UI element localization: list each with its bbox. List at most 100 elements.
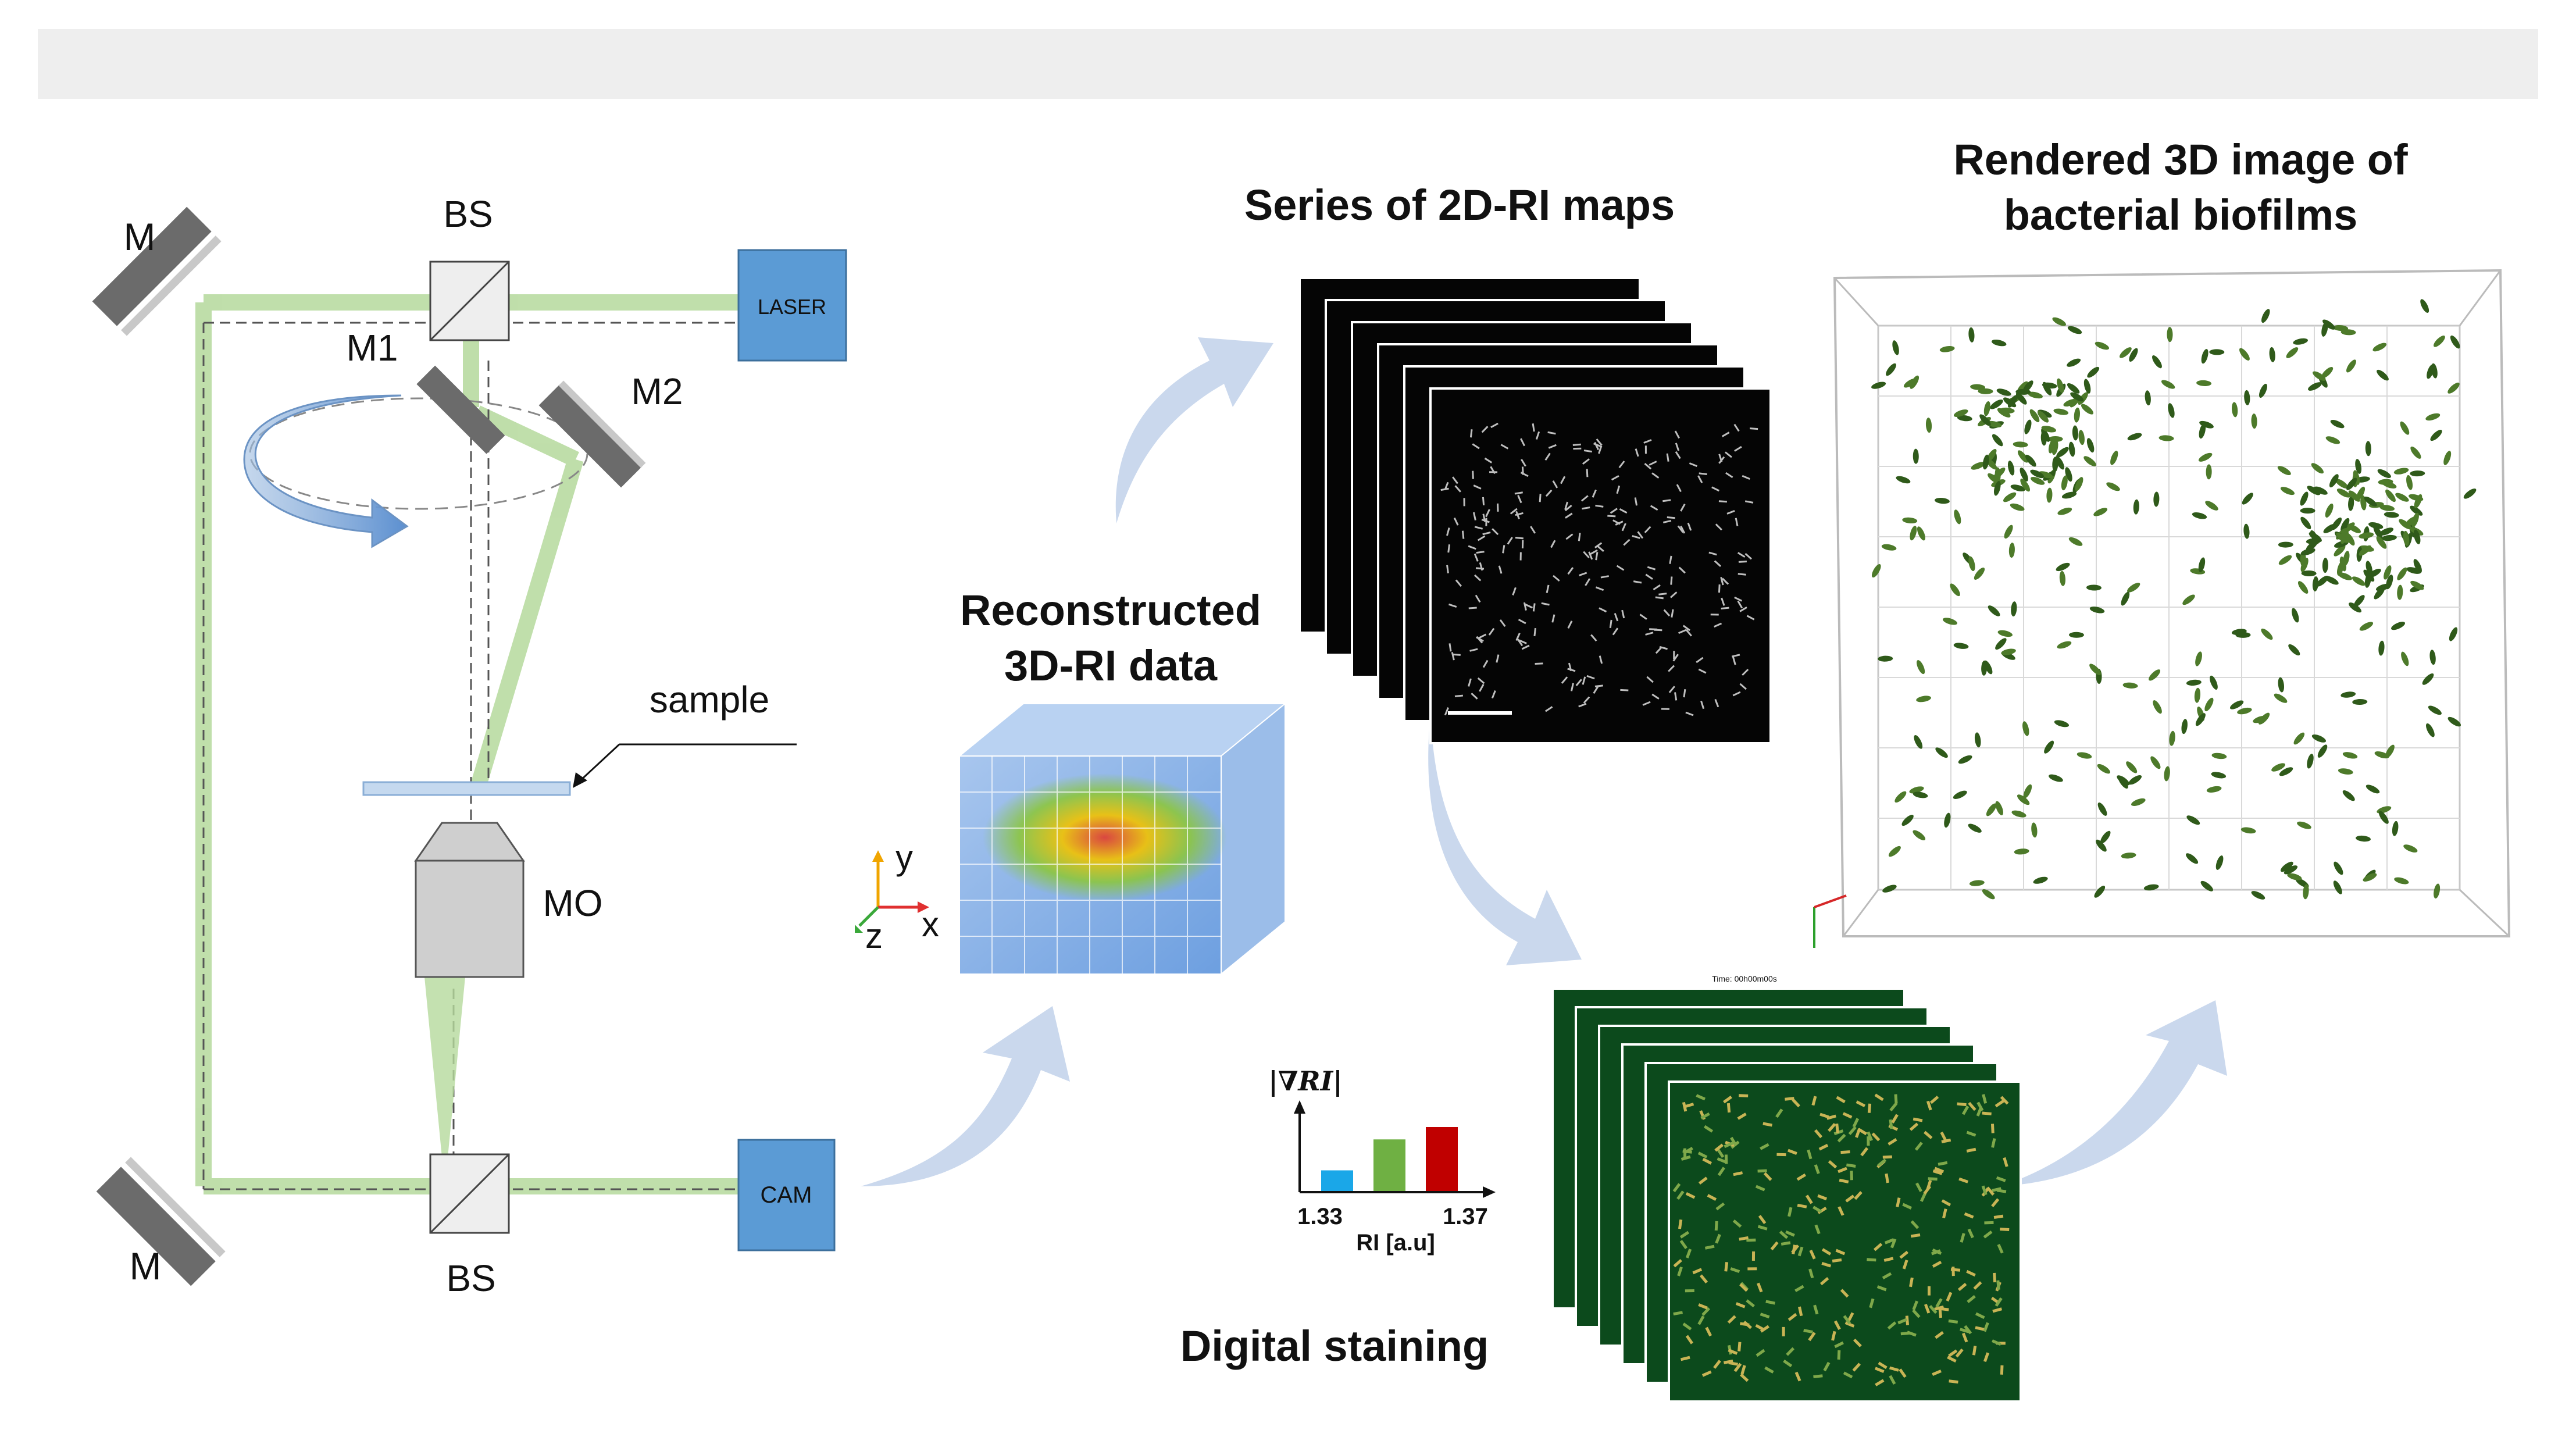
beam-splitter-bottom [429, 1153, 510, 1234]
bacterium [2322, 558, 2328, 573]
bacterium [2014, 848, 2029, 855]
bacterium [2429, 650, 2436, 665]
axis-z-label: z [865, 917, 883, 955]
bacterium [2161, 380, 2175, 389]
bacterium [2011, 810, 2026, 818]
bacterium [2335, 479, 2349, 489]
laser-box [737, 249, 847, 362]
bacterium [2054, 720, 2070, 728]
digital-staining-title: Digital staining [1180, 1322, 1489, 1370]
bacterium [2333, 880, 2342, 894]
bacterium [1971, 462, 1985, 470]
objective-body [415, 860, 525, 978]
bacterium [2209, 349, 2225, 355]
bacterium [2153, 491, 2160, 507]
bacterium [1995, 801, 2003, 815]
bacterium [2410, 446, 2421, 459]
bacterium [2352, 699, 2368, 705]
bacterium [2149, 669, 2161, 681]
bacterium [1986, 448, 1997, 462]
bacterium [2061, 475, 2068, 491]
bacterium [2033, 876, 2048, 884]
bacterium [1970, 384, 1986, 390]
mirror-bottom-label: M [130, 1244, 162, 1288]
flow-arrow-cam-to-cube [861, 1006, 1070, 1186]
axis-x-label: x [922, 905, 939, 944]
bacterium [1974, 732, 1981, 748]
bacterium [1958, 755, 1972, 764]
bacterium [2288, 644, 2300, 656]
bacterium [2164, 766, 2170, 782]
bacterium [2307, 754, 2314, 769]
bacterium [2206, 464, 2212, 480]
bacterium [1974, 567, 1985, 580]
bacterium [2126, 761, 2138, 773]
sample-label: sample [650, 679, 769, 721]
bacterium [2253, 715, 2268, 723]
bacterium [2097, 802, 2107, 816]
bacterium [2093, 508, 2108, 516]
bacterium [2430, 430, 2442, 441]
bacterium [2261, 628, 2273, 640]
bacterium [2086, 438, 2095, 453]
bacterium [2200, 880, 2213, 891]
bacterium [1983, 401, 1990, 416]
bacterium [2181, 719, 2188, 734]
rendered-3d-view [1813, 269, 2511, 948]
bacterium [2348, 495, 2354, 511]
bacterium [2110, 451, 2118, 465]
bacterium [2278, 555, 2292, 565]
bacterium [2198, 557, 2206, 572]
bacterium [2065, 467, 2072, 482]
bacterium [1896, 476, 1911, 484]
bacterium [2237, 707, 2252, 715]
bacterium [2129, 348, 2138, 362]
bacterium [2094, 886, 2106, 898]
bacterium [2087, 366, 2100, 378]
bacterium [2338, 768, 2353, 775]
bacterium [1913, 791, 1928, 798]
bacterium [2017, 794, 2030, 805]
bacterium [2334, 861, 2343, 875]
bacterium [2095, 341, 2110, 350]
ri-map-layer [1429, 387, 1772, 744]
bacterium [2307, 486, 2321, 495]
bacterium [1954, 509, 1961, 525]
bacterium [2086, 584, 2102, 591]
bacterium [2199, 423, 2206, 439]
bacterium [2447, 382, 2460, 394]
bacterium [1993, 481, 2001, 496]
bacterium [2410, 580, 2424, 590]
inset-chart: |∇RI| 1.33 1.37 RI [a.u] [1268, 1065, 1496, 1256]
bacterium [2317, 744, 2328, 758]
bacterium [2397, 584, 2403, 600]
bacterium [2127, 433, 2142, 441]
bacterium [1917, 660, 1925, 675]
bacterium [2300, 558, 2309, 572]
bacterium [2240, 827, 2256, 834]
bacterium [2074, 407, 2080, 423]
bacterium [2077, 752, 2092, 759]
bacterium [2348, 490, 2360, 502]
bacterium [2205, 501, 2218, 511]
bacterium [2201, 349, 2208, 364]
bacterium [2379, 505, 2395, 511]
bacterium [2211, 772, 2227, 779]
bacterium [2297, 821, 2311, 829]
bs-bottom-label: BS [446, 1257, 495, 1299]
bacterium [2413, 529, 2421, 544]
bacterium [1910, 526, 1917, 541]
bacterium [2143, 884, 2159, 891]
bacterium [2025, 454, 2036, 467]
rotation-ellipse [249, 397, 588, 510]
bacterium [2427, 364, 2434, 379]
bacterium [2133, 499, 2139, 515]
bacterium [2447, 716, 2461, 727]
bacterium [2463, 488, 2477, 499]
bacterium [2366, 784, 2380, 794]
bacterium [2055, 456, 2064, 470]
bacterium [1935, 747, 1948, 758]
bacterium [2359, 545, 2371, 556]
bacterium [2106, 482, 2120, 491]
